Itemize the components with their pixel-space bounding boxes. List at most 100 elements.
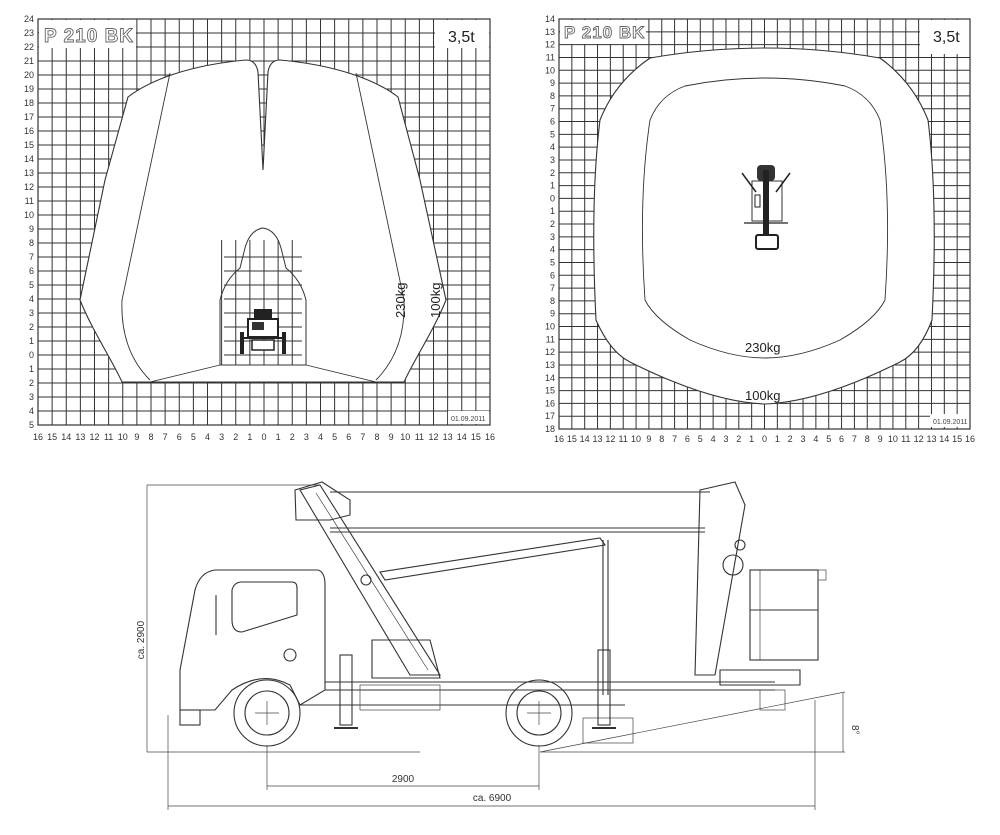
outrigger-front bbox=[334, 654, 358, 729]
date-label: 01.09.2011 bbox=[451, 416, 486, 423]
y-axis-tick-label: 5 bbox=[29, 280, 34, 290]
truck-side-elevation-drawing: ca. 2900 2900 ca. 6900 8° bbox=[136, 481, 860, 810]
vehicle-front-icon bbox=[240, 309, 286, 354]
rear-wheel bbox=[505, 679, 573, 747]
y-axis-tick-label: 13 bbox=[545, 27, 555, 37]
y-axis-tick-label: 2 bbox=[550, 168, 555, 178]
x-axis-tick-label: 8 bbox=[148, 432, 153, 442]
x-axis-tick-label: 9 bbox=[878, 434, 883, 444]
x-axis-tick-label: 10 bbox=[631, 434, 641, 444]
height-dimension: ca. 2900 bbox=[136, 484, 420, 753]
x-axis-tick-label: 3 bbox=[723, 434, 728, 444]
y-axis-tick-label: 1 bbox=[29, 364, 34, 374]
x-axis-tick-label: 14 bbox=[457, 432, 467, 442]
y-axis-tick-label: 1 bbox=[29, 336, 34, 346]
x-axis-tick-label: 15 bbox=[567, 434, 577, 444]
x-axis-tick-label: 14 bbox=[580, 434, 590, 444]
y-axis-tick-label: 3 bbox=[550, 155, 555, 165]
x-axis-tick-label: 2 bbox=[233, 432, 238, 442]
x-axis-tick-label: 16 bbox=[965, 434, 975, 444]
x-axis-tick-label: 13 bbox=[75, 432, 85, 442]
x-axis-tick-label: 14 bbox=[939, 434, 949, 444]
y-axis-tick-label: 14 bbox=[545, 373, 555, 383]
x-axis-tick-label: 12 bbox=[89, 432, 99, 442]
x-axis-tick-label: 13 bbox=[593, 434, 603, 444]
x-axis-tick-label: 7 bbox=[163, 432, 168, 442]
y-axis-tick-label: 7 bbox=[29, 252, 34, 262]
y-axis-tick-label: 12 bbox=[545, 347, 555, 357]
left-chart-frame bbox=[37, 18, 491, 426]
boom-assembly bbox=[294, 481, 746, 695]
x-axis-tick-label: 2 bbox=[788, 434, 793, 444]
outrigger-rear bbox=[592, 649, 616, 729]
x-axis-tick-label: 13 bbox=[443, 432, 453, 442]
y-axis-tick-label: 8 bbox=[550, 91, 555, 101]
y-axis-tick-label: 3 bbox=[550, 232, 555, 242]
y-axis-tick-label: 11 bbox=[546, 334, 555, 344]
right-chart-frame bbox=[558, 18, 971, 430]
work-basket bbox=[719, 569, 827, 686]
model-badge-bg bbox=[39, 20, 136, 48]
angle-dimension: 8° bbox=[539, 691, 860, 753]
side-working-range-plot: 2423222120191817161514131211109876543210… bbox=[24, 14, 495, 442]
y-axis-tick-label: 8 bbox=[29, 238, 34, 248]
x-axis-tick-label: 15 bbox=[47, 432, 57, 442]
y-axis-tick-label: 8 bbox=[550, 296, 555, 306]
y-axis-tick-label: 21 bbox=[24, 56, 34, 66]
y-axis-tick-label: 14 bbox=[545, 14, 555, 24]
truck-side-elevation: ca. 2900 2900 ca. 6900 8° bbox=[0, 460, 1000, 830]
y-axis-tick-label: 16 bbox=[24, 126, 34, 136]
y-axis-tick-label: 5 bbox=[550, 129, 555, 139]
left-y-axis-labels: 2423222120191817161514131211109876543210… bbox=[24, 14, 34, 430]
y-axis-tick-label: 15 bbox=[545, 386, 555, 396]
x-axis-tick-label: 2 bbox=[736, 434, 741, 444]
y-axis-tick-label: 24 bbox=[24, 14, 34, 24]
y-axis-tick-label: 14 bbox=[24, 154, 34, 164]
y-axis-tick-label: 4 bbox=[550, 142, 555, 152]
plan-envelope-230kg bbox=[641, 77, 889, 359]
angle-dim-label: 8° bbox=[849, 725, 860, 735]
y-axis-tick-label: 9 bbox=[29, 224, 34, 234]
y-axis-tick-label: 4 bbox=[550, 245, 555, 255]
envelope-100kg bbox=[79, 59, 447, 383]
date-label: 01.09.2011 bbox=[933, 419, 968, 426]
x-axis-tick-label: 3 bbox=[304, 432, 309, 442]
x-axis-tick-label: 15 bbox=[952, 434, 962, 444]
x-axis-tick-label: 1 bbox=[775, 434, 780, 444]
y-axis-tick-label: 5 bbox=[550, 257, 555, 267]
load-label-230kg: 230kg bbox=[393, 283, 408, 318]
y-axis-tick-label: 7 bbox=[550, 283, 555, 293]
front-wheel bbox=[233, 679, 301, 747]
y-axis-tick-label: 3 bbox=[29, 392, 34, 402]
x-axis-tick-label: 12 bbox=[914, 434, 924, 444]
weight-label: 3,5t bbox=[448, 29, 475, 46]
model-label: P 210 BK bbox=[44, 26, 134, 47]
x-axis-tick-label: 8 bbox=[659, 434, 664, 444]
y-axis-tick-label: 10 bbox=[545, 65, 555, 75]
y-axis-tick-label: 22 bbox=[24, 42, 34, 52]
x-axis-tick-label: 15 bbox=[471, 432, 481, 442]
y-axis-tick-label: 20 bbox=[24, 70, 34, 80]
x-axis-tick-label: 5 bbox=[698, 434, 703, 444]
y-axis-tick-label: 18 bbox=[24, 98, 34, 108]
model-label: P 210 BK bbox=[564, 23, 645, 42]
y-axis-tick-label: 10 bbox=[545, 322, 555, 332]
y-axis-tick-label: 6 bbox=[29, 266, 34, 276]
y-axis-tick-label: 11 bbox=[25, 196, 34, 206]
plan-working-range-plot: 1413121110987654321012345678910111213141… bbox=[545, 14, 975, 444]
right-y-axis-labels: 1413121110987654321012345678910111213141… bbox=[545, 14, 555, 434]
x-axis-tick-label: 1 bbox=[247, 432, 252, 442]
y-axis-tick-label: 5 bbox=[29, 420, 34, 430]
y-axis-tick-label: 17 bbox=[24, 112, 34, 122]
x-axis-tick-label: 7 bbox=[360, 432, 365, 442]
x-axis-tick-label: 4 bbox=[813, 434, 818, 444]
y-axis-tick-label: 2 bbox=[550, 219, 555, 229]
x-axis-tick-label: 9 bbox=[389, 432, 394, 442]
x-axis-tick-label: 8 bbox=[865, 434, 870, 444]
x-axis-tick-label: 16 bbox=[33, 432, 43, 442]
y-axis-tick-label: 2 bbox=[29, 322, 34, 332]
height-dim-label: ca. 2900 bbox=[136, 620, 147, 659]
